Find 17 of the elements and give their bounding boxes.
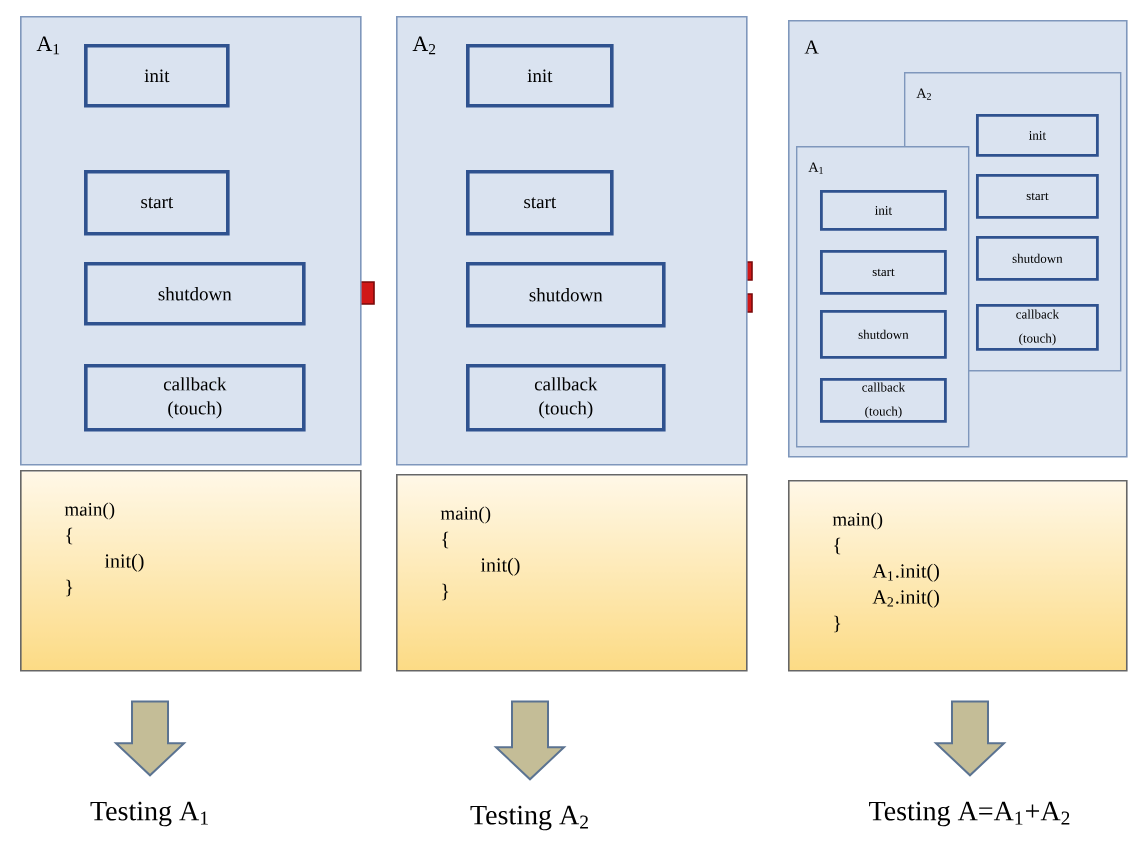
- code-box: main() { A$_{1}$.init() A$_{2}$.init() }: [788, 480, 1128, 672]
- code-box: main() { init() }: [20, 470, 362, 672]
- function-box: start: [84, 170, 230, 236]
- function-box: callback (touch): [466, 364, 666, 432]
- function-box: init: [84, 44, 230, 108]
- block-arrow: [493, 700, 567, 781]
- function-box: shutdown: [466, 262, 666, 328]
- function-box: shutdown: [84, 262, 306, 326]
- block-arrow: [113, 700, 187, 777]
- result-label: Testing A$_{2}$: [470, 805, 588, 831]
- function-box: start: [466, 170, 614, 236]
- block-arrow: [933, 700, 1007, 777]
- function-box: callback (touch): [84, 364, 306, 432]
- result-label: Testing A=A$_{1}$+A$_{2}$: [869, 801, 1070, 827]
- function-box: init: [466, 44, 614, 108]
- result-label: Testing A$_{1}$: [90, 801, 208, 827]
- code-box: main() { init() }: [396, 474, 748, 672]
